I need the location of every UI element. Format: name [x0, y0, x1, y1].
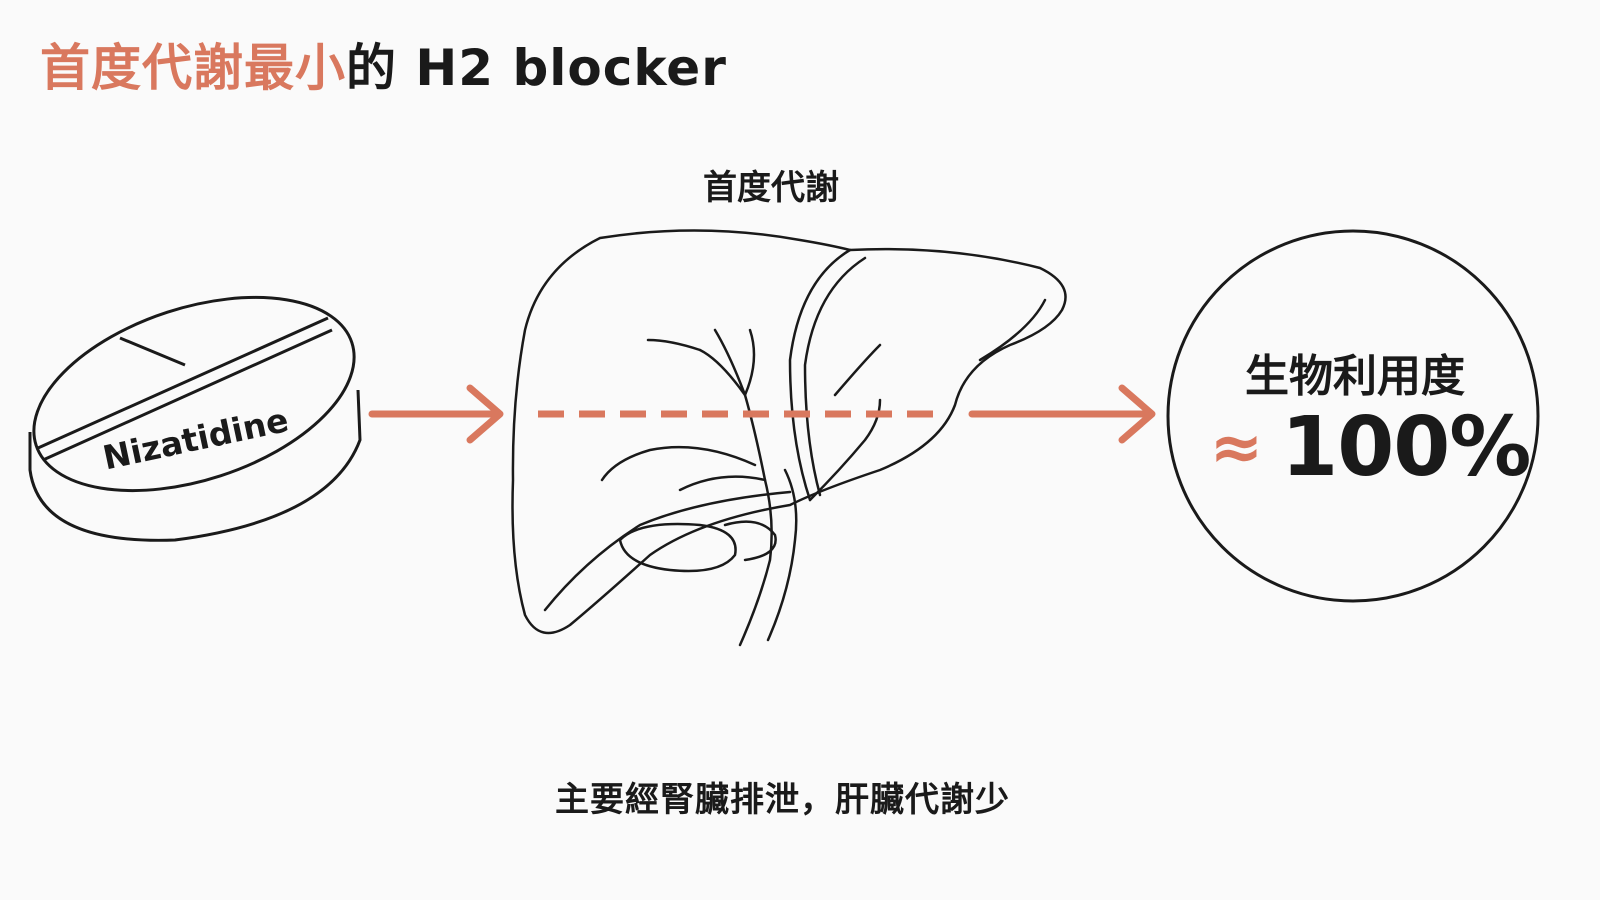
vessel-branch-mid [678, 475, 767, 492]
vessel-branch-left [646, 338, 702, 352]
liver-lobe-line [788, 248, 852, 502]
footer-note: 主要經腎臟排泄，肝臟代謝少 [555, 780, 1010, 820]
vessel-branch-right-upper [833, 343, 882, 397]
title-rest: 的 H2 blocker [346, 39, 727, 97]
arrow-to-liver [368, 384, 504, 444]
vessel-branch-lower [600, 445, 757, 482]
vessel-branches-upper [698, 328, 756, 397]
bioavailability-value: ≈100% [1200, 400, 1540, 495]
pill-top-face [32, 295, 356, 493]
pill-score-line-2 [42, 328, 333, 462]
gallbladder [618, 522, 737, 573]
result-circle [1166, 229, 1540, 603]
bioavailability-label: 生物利用度 [1245, 351, 1465, 402]
pill-icon: Nizatidine [28, 295, 362, 542]
liver-label: 首度代謝 [703, 168, 839, 208]
liver-outline [511, 229, 1067, 635]
liver-inner-edge [543, 490, 792, 612]
vessel-secondary [766, 468, 798, 642]
page-title: 首度代謝最小的 H2 blocker [40, 28, 727, 100]
gallbladder-lobe [723, 520, 777, 562]
vessel-main [738, 393, 773, 647]
liver-right-lobe-edge [978, 298, 1047, 362]
approx-symbol: ≈ [1209, 410, 1264, 485]
pill-facet-line [119, 336, 186, 367]
title-highlight: 首度代謝最小 [40, 39, 346, 97]
arrow-to-result [968, 384, 1156, 444]
liver-icon [511, 229, 1067, 647]
pill-score-line [37, 316, 329, 450]
liver-lobe-line-2 [803, 256, 867, 497]
bioavailability-number: 100% [1281, 400, 1531, 495]
